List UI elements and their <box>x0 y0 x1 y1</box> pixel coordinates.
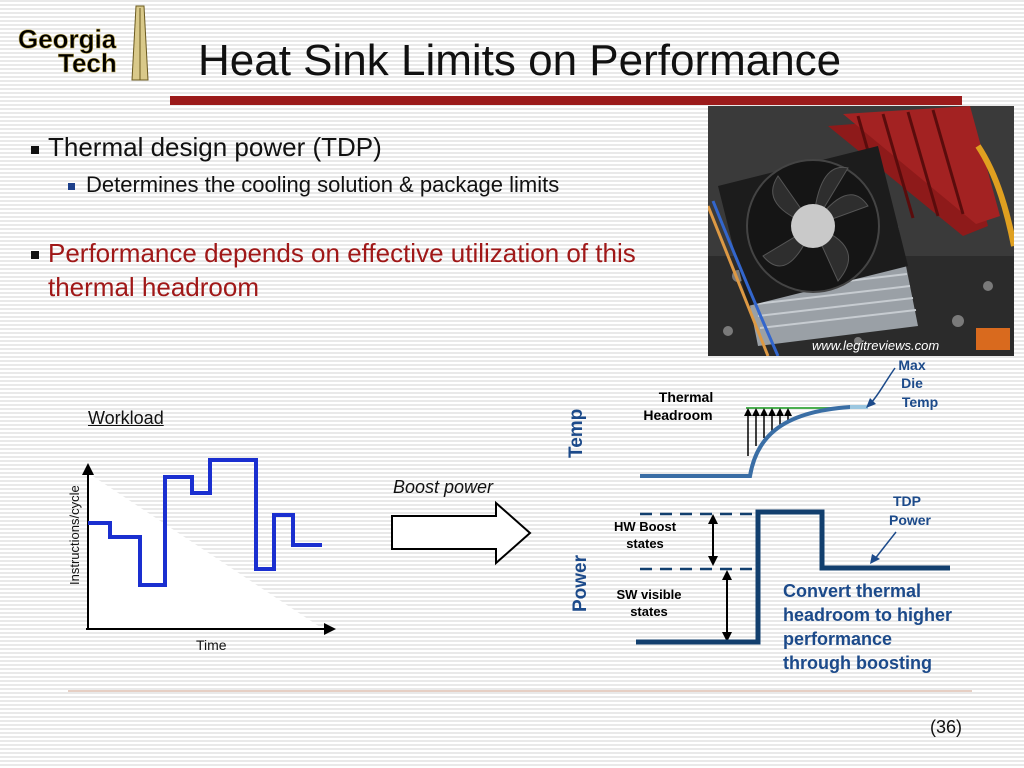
temp-curve <box>640 405 868 478</box>
logo-line1: Georgia <box>18 24 117 54</box>
caption-line2: headroom to higher <box>783 605 952 625</box>
footer-rule <box>68 690 972 692</box>
max-die-temp-line2: Die <box>901 375 923 391</box>
workload-line <box>88 458 322 587</box>
right-arrow-icon <box>391 500 532 566</box>
tdp-power-line2: Power <box>889 512 932 528</box>
sw-visible-line2: states <box>630 604 668 619</box>
workload-background <box>88 473 320 627</box>
photo-credit: www.legitreviews.com <box>812 338 940 353</box>
caption-line4: through boosting <box>783 653 932 673</box>
hw-boost-line1: HW Boost <box>614 519 677 534</box>
sw-visible-line1: SW visible <box>616 587 681 602</box>
boost-power-label: Boost power <box>393 477 494 497</box>
thermal-headroom-line2: Headroom <box>643 407 712 423</box>
sub-bullet-marker <box>68 183 75 190</box>
y-axis-arrow <box>82 463 94 475</box>
workload-xlabel: Time <box>196 637 227 653</box>
workload-title: Workload <box>88 408 164 428</box>
workload-ylabel: Instructions/cycle <box>67 485 82 585</box>
max-die-temp-line3: Temp <box>902 394 938 410</box>
thermal-headroom-line1: Thermal <box>659 389 713 405</box>
tdp-power-pointer <box>873 531 897 561</box>
x-axis-arrow <box>324 623 336 635</box>
caption-line1: Convert thermal <box>783 581 921 601</box>
title-underline <box>170 96 962 105</box>
power-axis-label: Power <box>570 554 591 612</box>
bullet-tdp: Thermal design power (TDP) <box>48 132 382 162</box>
slide-number: (36) <box>930 717 963 737</box>
heat-sink-photo <box>706 106 1017 357</box>
georgia-tech-logo: Georgia Tech <box>14 4 150 82</box>
bullet-performance: Performance depends on effective utiliza… <box>48 238 636 302</box>
boost-diagram: Temp Thermal Headroom Max Die Temp Power… <box>566 360 952 673</box>
bullet-cooling: Determines the cooling solution & packag… <box>86 172 560 197</box>
headroom-arrows <box>747 410 789 456</box>
bullet-marker <box>31 146 39 154</box>
caption-line3: performance <box>783 629 892 649</box>
bullet-marker <box>31 251 39 259</box>
max-die-temp-line1: Max <box>898 360 925 373</box>
slide-title: Heat Sink Limits on Performance <box>198 36 842 85</box>
power-line <box>636 509 950 645</box>
logo-line2: Tech <box>58 48 117 78</box>
temp-axis-label: Temp <box>566 409 587 458</box>
boost-arrow <box>391 500 532 566</box>
workload-chart: Instructions/cycle Time <box>67 458 336 653</box>
tdp-power-line1: TDP <box>893 493 921 509</box>
hw-boost-line2: states <box>626 536 664 551</box>
max-die-temp-pointer <box>869 367 896 405</box>
